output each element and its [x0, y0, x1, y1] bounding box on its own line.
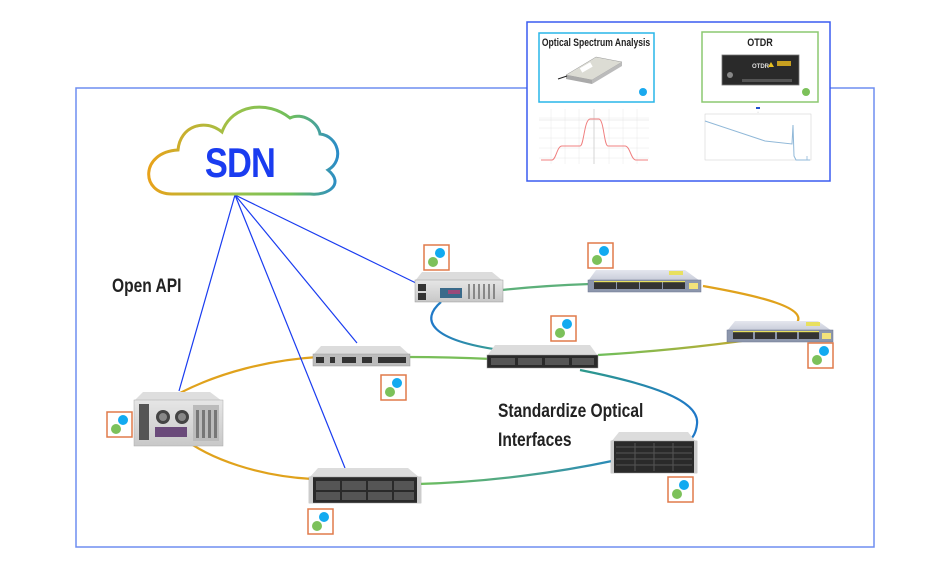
- osa-capability-dot: [562, 319, 572, 329]
- device-server-mid-1u[interactable]: [312, 346, 411, 367]
- otdr-title: OTDR: [747, 37, 773, 49]
- test-equipment-inset: Optical Spectrum Analysis OTDR OTDR: [526, 21, 831, 182]
- otdr-capability-dot: [428, 257, 438, 267]
- osa-status-dot: [639, 88, 647, 96]
- sdn-link-mid-server: [234, 194, 358, 344]
- optical-rings: [177, 282, 807, 486]
- otdr-device-image: OTDR: [721, 54, 800, 86]
- osa-capability-dot: [599, 246, 609, 256]
- osa-capability-dot: [435, 248, 445, 258]
- osa-device-image: [557, 56, 623, 84]
- svg-text:•: •: [757, 110, 758, 114]
- ring-segment-bottom: [417, 459, 613, 486]
- badge-frame: [380, 374, 407, 401]
- otdr-capability-dot: [111, 424, 121, 434]
- outer-frame: [75, 87, 875, 548]
- badge-server-top-2u: [423, 244, 450, 271]
- otdr-trace-plot: •: [703, 107, 813, 164]
- badge-server-center-1u: [550, 315, 577, 342]
- otdr-status-dot: [802, 88, 810, 96]
- badge-frame: [667, 476, 694, 503]
- cloud-label: SDN: [205, 140, 275, 187]
- otdr-capability-dot: [555, 328, 565, 338]
- device-server-bottom-2u[interactable]: [308, 468, 422, 504]
- cloud-outline: [147, 105, 340, 196]
- standardize-label-line2: Interfaces: [498, 429, 572, 451]
- otdr-capability-dot: [812, 355, 822, 365]
- otdr-card[interactable]: OTDR OTDR: [701, 31, 819, 103]
- device-server-center-1u[interactable]: [486, 345, 599, 369]
- badge-server-mid-1u: [380, 374, 407, 401]
- sdn-links: [178, 194, 419, 469]
- ring-segment-top-center: [430, 301, 501, 352]
- osa-capability-dot: [319, 512, 329, 522]
- ring-segment-mid-center: [407, 355, 493, 361]
- ring-segment-top-switch: [501, 282, 591, 292]
- osa-capability-dot: [392, 378, 402, 388]
- osa-capability-dot: [679, 480, 689, 490]
- sdn-link-left-server: [178, 194, 236, 392]
- badge-server-bottom-2u: [307, 508, 334, 535]
- sdn-link-top-server: [234, 194, 419, 285]
- device-switch-right[interactable]: [726, 321, 834, 343]
- osa-capability-dot: [118, 415, 128, 425]
- device-server-top-2u[interactable]: [414, 272, 504, 303]
- badge-server-left-4u: [106, 411, 133, 438]
- sdn-cloud: SDN: [147, 105, 340, 196]
- capability-badges: [106, 242, 834, 535]
- ring-segment-center-storage: [579, 368, 699, 441]
- device-server-left-4u[interactable]: [133, 392, 224, 447]
- badge-switch-right: [807, 342, 834, 369]
- open-api-label: Open API: [112, 275, 181, 297]
- ring-segment-switches: [702, 284, 800, 325]
- device-switch-top[interactable]: [587, 270, 702, 293]
- sdn-link-bottom-server: [234, 194, 346, 469]
- ring-segment-left-upper: [177, 355, 319, 395]
- device-storage-right-4u[interactable]: [610, 432, 698, 474]
- badge-frame: [550, 315, 577, 342]
- badge-storage-right-4u: [667, 476, 694, 503]
- otdr-capability-dot: [672, 489, 682, 499]
- otdr-capability-dot: [592, 255, 602, 265]
- badge-frame: [307, 508, 334, 535]
- osa-title: Optical Spectrum Analysis: [542, 37, 651, 49]
- badge-switch-top: [587, 242, 614, 269]
- otdr-capability-dot: [385, 387, 395, 397]
- standardize-label-line1: Standardize Optical: [498, 400, 643, 422]
- osa-card[interactable]: Optical Spectrum Analysis: [538, 32, 655, 103]
- otdr-capability-dot: [312, 521, 322, 531]
- osa-spectrum-plot: [539, 109, 649, 164]
- otdr-device-text: OTDR: [752, 64, 770, 70]
- badge-frame: [587, 242, 614, 269]
- badge-frame: [423, 244, 450, 271]
- osa-capability-dot: [819, 346, 829, 356]
- badge-frame: [106, 411, 133, 438]
- badge-frame: [807, 342, 834, 369]
